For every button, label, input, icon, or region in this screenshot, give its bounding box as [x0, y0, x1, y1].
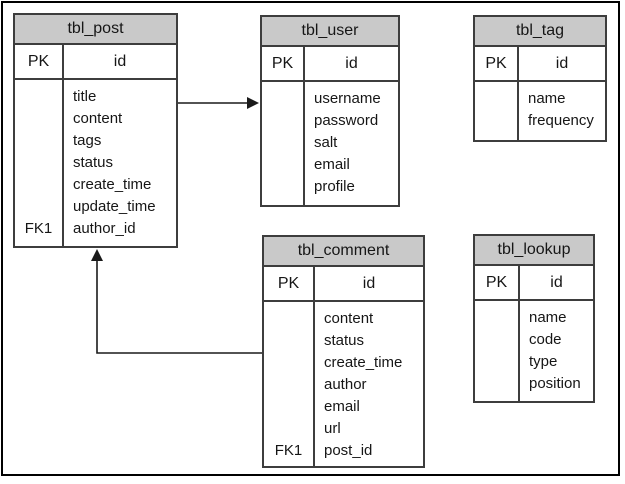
attribute-label: name	[528, 90, 566, 107]
attribute-label: author	[324, 376, 367, 393]
attribute-column: username password salt email profile	[305, 82, 398, 205]
attribute-label: update_time	[73, 198, 156, 215]
attribute-label: tags	[73, 132, 102, 149]
attribute-label: create_time	[324, 354, 403, 371]
attribute-label: username	[314, 90, 381, 107]
attribute-label: status	[73, 154, 114, 171]
fk-label	[262, 88, 303, 110]
entity-attributes: name code type position	[475, 301, 593, 401]
attribute-label: name	[529, 309, 567, 326]
pk-field: id	[113, 52, 127, 70]
entity-title: tbl_lookup	[475, 236, 593, 266]
fk-label	[262, 176, 303, 198]
fk-label	[264, 308, 313, 330]
attribute-label: code	[529, 331, 562, 348]
pk-field: id	[362, 274, 376, 292]
fk-label: FK1	[274, 442, 303, 459]
attribute-label: create_time	[73, 176, 152, 193]
attribute-label: email	[324, 398, 360, 415]
entity-key-row: PK id	[264, 267, 423, 302]
fk-column: FK1	[15, 80, 64, 246]
connector-comment-post-to-post	[96, 259, 262, 354]
fk-label: FK1	[24, 220, 53, 237]
fk-label	[15, 108, 62, 130]
fk-column: FK1	[264, 302, 315, 466]
entity-title: tbl_post	[15, 15, 176, 45]
fk-label	[475, 88, 517, 110]
fk-label	[264, 418, 313, 440]
entity-title: tbl_tag	[475, 17, 605, 47]
fk-label	[475, 351, 518, 373]
attribute-label: position	[529, 375, 581, 392]
pk-label: PK	[15, 45, 64, 78]
fk-label	[264, 374, 313, 396]
fk-label	[264, 352, 313, 374]
fk-column	[475, 301, 520, 401]
attribute-label: post_id	[324, 442, 373, 459]
attribute-label: email	[314, 156, 350, 173]
fk-label	[15, 130, 62, 152]
entity-key-row: PK id	[475, 47, 605, 82]
arrowhead-icon	[91, 249, 103, 261]
fk-column	[475, 82, 519, 140]
pk-label: PK	[475, 266, 520, 299]
pk-label: PK	[264, 267, 315, 300]
entity-title: tbl_user	[262, 17, 398, 47]
attribute-column: title content tags status create_time update_…	[64, 80, 176, 246]
arrowhead-icon	[247, 97, 259, 109]
fk-label	[262, 110, 303, 132]
entity-title: tbl_comment	[264, 237, 423, 267]
entity-attributes: username password salt email profile	[262, 82, 398, 205]
entity-key-row: PK id	[475, 266, 593, 301]
fk-label	[262, 154, 303, 176]
pk-field: id	[555, 54, 569, 72]
fk-label	[15, 86, 62, 108]
attribute-label: author_id	[73, 220, 136, 237]
fk-label	[15, 174, 62, 196]
fk-label	[262, 132, 303, 154]
attribute-label: profile	[314, 178, 355, 195]
pk-label: PK	[262, 47, 305, 80]
attribute-label: status	[324, 332, 365, 349]
pk-label: PK	[475, 47, 519, 80]
attribute-label: title	[73, 88, 97, 105]
fk-label	[475, 373, 518, 395]
attribute-column: name frequency	[519, 82, 605, 140]
fk-label	[264, 330, 313, 352]
attribute-label: type	[529, 353, 558, 370]
fk-label	[475, 307, 518, 329]
fk-label	[15, 196, 62, 218]
attribute-label: content	[73, 110, 123, 127]
fk-label	[475, 110, 517, 132]
attribute-label: content	[324, 310, 374, 327]
fk-label	[475, 329, 518, 351]
entity-key-row: PK id	[15, 45, 176, 80]
fk-column	[262, 82, 305, 205]
entity-attributes: name frequency	[475, 82, 605, 140]
attribute-label: frequency	[528, 112, 594, 129]
attribute-label: url	[324, 420, 341, 437]
attribute-label: password	[314, 112, 379, 129]
fk-label	[264, 396, 313, 418]
attribute-label: salt	[314, 134, 338, 151]
pk-field: id	[550, 273, 563, 291]
fk-label	[15, 152, 62, 174]
entity-key-row: PK id	[262, 47, 398, 82]
attribute-column: name code type position	[520, 301, 593, 401]
pk-field: id	[345, 54, 358, 72]
